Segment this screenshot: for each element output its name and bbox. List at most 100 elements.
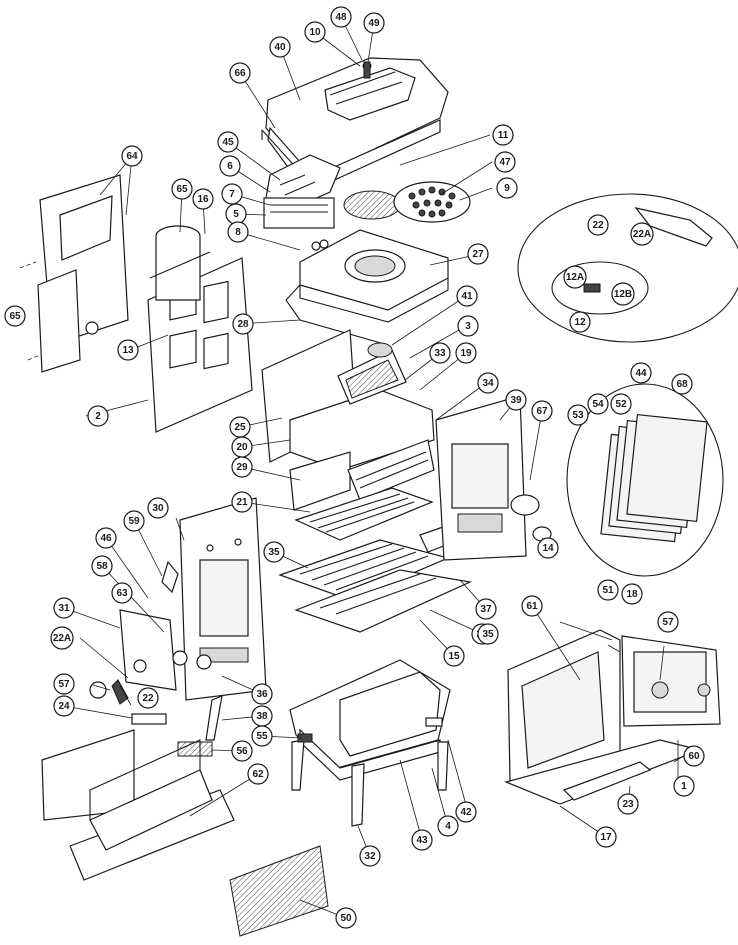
callout-9: 9: [496, 177, 518, 199]
callout-27: 27: [467, 243, 489, 265]
callout-label: 23: [622, 799, 634, 810]
callout-label: 22: [592, 220, 604, 231]
callout-circle: [411, 829, 433, 851]
callout-20: 20: [231, 436, 253, 458]
callout-label: 2: [95, 411, 101, 422]
callout-circle: [4, 305, 26, 327]
callout-label: 48: [335, 12, 347, 23]
callout-19: 19: [455, 342, 477, 364]
callout-label: 12B: [614, 289, 632, 300]
callout-65: 65: [4, 305, 26, 327]
callout-22a: 22A: [630, 222, 654, 246]
callout-circle: [53, 695, 75, 717]
callout-circle: [455, 801, 477, 823]
callout-23: 23: [617, 793, 639, 815]
callout-circle: [231, 740, 253, 762]
callout-circle: [217, 131, 239, 153]
callout-label: 20: [236, 442, 248, 453]
callout-circle: [611, 282, 635, 306]
callout-label: 33: [434, 348, 446, 359]
callout-label: 51: [602, 585, 614, 596]
callout-circle: [477, 372, 499, 394]
callout-66: 66: [229, 62, 251, 84]
callout-label: 68: [676, 379, 688, 390]
front-shell: [504, 629, 702, 805]
callout-circle: [587, 214, 609, 236]
callout-label: 49: [368, 18, 380, 29]
callout-38: 38: [251, 705, 273, 727]
callout-label: 57: [662, 617, 674, 628]
callout-circle: [494, 151, 516, 173]
callout-17: 17: [595, 826, 617, 848]
callout-label: 65: [176, 184, 188, 195]
callout-label: 18: [626, 589, 638, 600]
callout-64: 64: [121, 145, 143, 167]
callout-40: 40: [269, 36, 291, 58]
callout-circle: [304, 21, 326, 43]
callout-circle: [587, 393, 609, 415]
callout-label: 14: [542, 543, 554, 554]
callout-29: 29: [231, 456, 253, 478]
callout-15: 15: [443, 645, 465, 667]
callout-59: 59: [123, 510, 145, 532]
callout-label: 19: [460, 348, 472, 359]
callout-45: 45: [217, 131, 239, 153]
callout-label: 5: [233, 209, 239, 220]
back-plate: [147, 225, 253, 433]
callout-label: 21: [236, 497, 248, 508]
callout-circle: [53, 673, 75, 695]
callout-25: 25: [229, 416, 251, 438]
callout-label: 28: [237, 319, 249, 330]
callout-55: 55: [251, 725, 273, 747]
callout-label: 27: [472, 249, 484, 260]
callout-circle: [456, 285, 478, 307]
callout-label: 58: [96, 561, 108, 572]
callout-46: 46: [95, 527, 117, 549]
callout-60: 60: [683, 745, 705, 767]
callout-label: 59: [128, 516, 140, 527]
callout-circle: [121, 145, 143, 167]
callout-51: 51: [597, 579, 619, 601]
callout-circle: [231, 491, 253, 513]
callout-label: 25: [234, 422, 246, 433]
callout-circle: [137, 687, 159, 709]
callout-5: 5: [225, 203, 247, 225]
callout-12b: 12B: [611, 282, 635, 306]
callout-label: 55: [256, 731, 268, 742]
callout-61: 61: [521, 595, 543, 617]
callout-label: 8: [235, 227, 241, 238]
callout-35: 35: [477, 623, 499, 645]
callout-62: 62: [247, 763, 269, 785]
callout-circle: [457, 315, 479, 337]
callout-circle: [597, 579, 619, 601]
callout-circle: [171, 178, 193, 200]
callout-22: 22: [137, 687, 159, 709]
callout-label: 36: [256, 689, 268, 700]
callout-label: 65: [9, 311, 21, 322]
callout-label: 38: [256, 711, 268, 722]
callout-circle: [671, 373, 693, 395]
callout-36: 36: [251, 683, 273, 705]
callout-label: 40: [274, 42, 286, 53]
callout-39: 39: [505, 389, 527, 411]
callout-circle: [673, 775, 695, 797]
callout-label: 1: [681, 781, 687, 792]
callout-label: 57: [58, 679, 70, 690]
callout-circle: [330, 6, 352, 28]
callout-6: 6: [219, 155, 241, 177]
callout-10: 10: [304, 21, 326, 43]
callout-label: 56: [236, 746, 248, 757]
callout-circle: [569, 311, 591, 333]
callout-label: 4: [445, 821, 451, 832]
callout-label: 30: [152, 503, 164, 514]
callout-label: 12: [574, 317, 586, 328]
callout-4: 4: [437, 815, 459, 837]
callout-label: 67: [536, 406, 548, 417]
callout-circle: [111, 582, 133, 604]
callout-31: 31: [53, 597, 75, 619]
callout-label: 44: [635, 368, 647, 379]
callout-50: 50: [335, 907, 357, 929]
door-handle: [177, 654, 223, 757]
